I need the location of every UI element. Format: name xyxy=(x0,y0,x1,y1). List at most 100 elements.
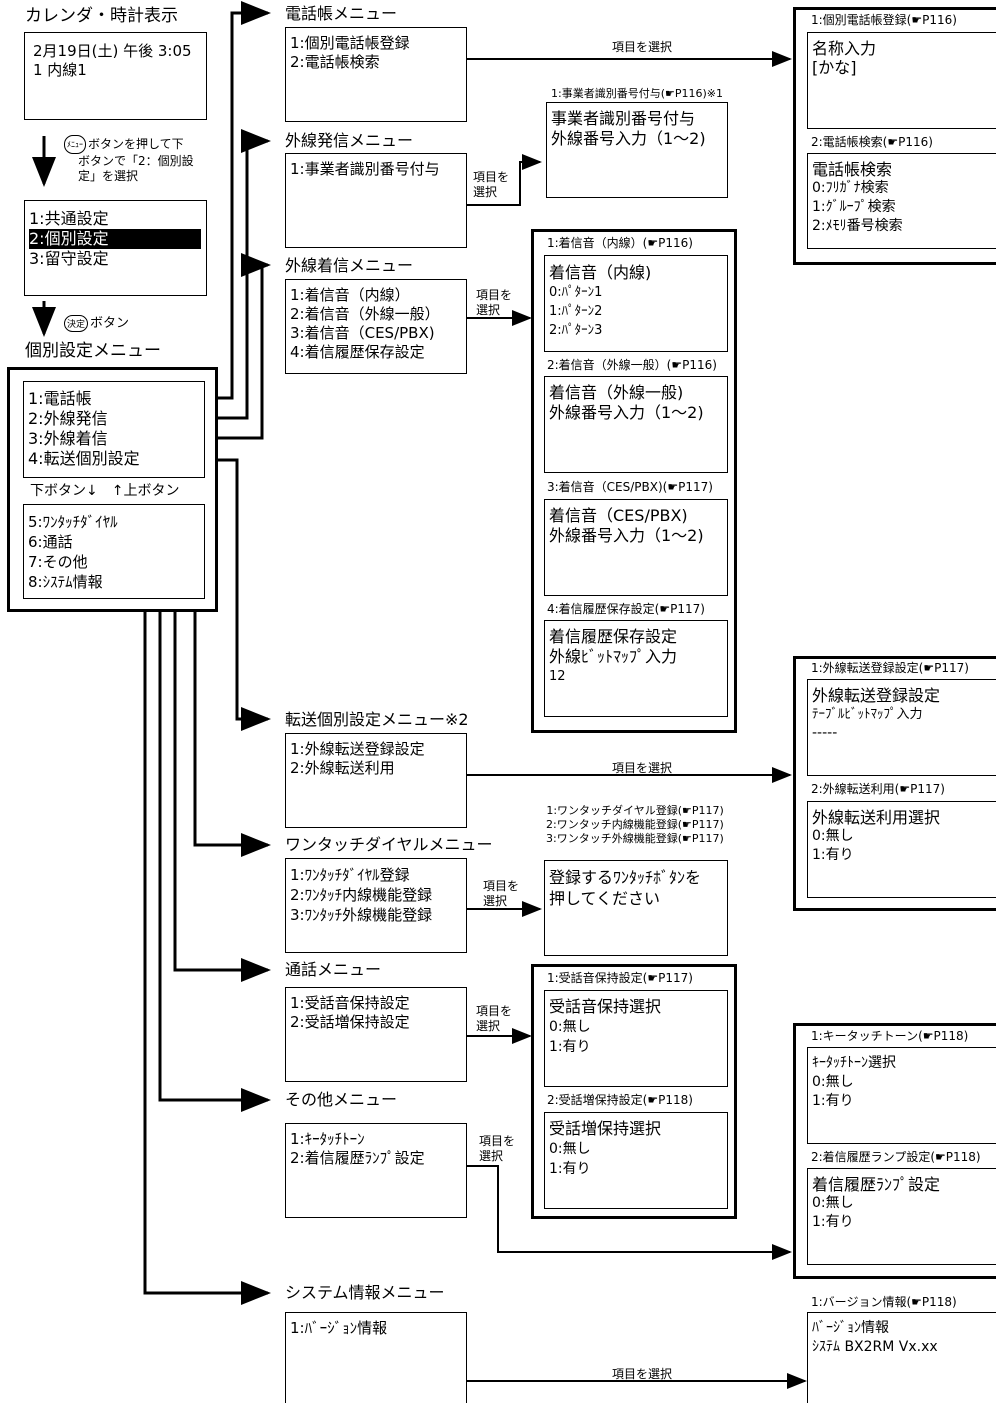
pb-search-caption: 2:電話帳検索(☛P116) xyxy=(811,135,933,149)
onetouch-caption: 2:ワンタッチ内線機能登録(☛P117) xyxy=(546,818,724,831)
select-item-label: 項目を選択 xyxy=(483,879,519,909)
ring-ces-caption: 3:着信音（CES/PBX)(☛P117) xyxy=(547,480,713,494)
hold1-screen: 受話音保持選択 0:無し 1:有り xyxy=(544,990,728,1087)
screen-line: ｷｰﾀｯﾁﾄｰﾝ選択 xyxy=(812,1055,896,1071)
select-item-label: 項目を選択 xyxy=(476,288,512,318)
screen-line: 名称入力 xyxy=(812,39,877,58)
step2-text: ボタン xyxy=(90,316,130,331)
select-item-label: 項目を選択 xyxy=(473,170,509,200)
screen-line: 1:有り xyxy=(549,1161,591,1177)
screen-line: 受話増保持選択 xyxy=(549,1119,662,1138)
screen-line: 受話音保持選択 xyxy=(549,997,662,1016)
calendar-line: 1 内線1 xyxy=(33,61,87,79)
menu-item: 2:受話増保持設定 xyxy=(290,1013,410,1031)
select-item-line: 選択 xyxy=(483,894,508,908)
ring-in-caption: 1:着信音（内線）(☛P116) xyxy=(547,236,693,250)
personal-item-phonebook: 1:電話帳 xyxy=(28,389,92,408)
screen-line: [かな] xyxy=(812,58,857,77)
sysinfo-menu-title: システム情報メニュー xyxy=(285,1283,445,1302)
menu-item: 3:ﾜﾝﾀｯﾁ外線機能登録 xyxy=(290,906,433,924)
step1-instruction: ﾒﾆｭｰボタンを押して下 ボタンで「2：個別設 定」を選択 xyxy=(64,135,194,184)
onetouch-reg-screen: 登録するﾜﾝﾀｯﾁﾎﾞﾀﾝを 押してください xyxy=(544,860,728,956)
hold2-caption: 2:受話増保持設定(☛P118) xyxy=(547,1093,693,1107)
screen-line: 2:ﾊﾟﾀｰﾝ3 xyxy=(549,323,603,338)
menu-item: 1:受話音保持設定 xyxy=(290,994,410,1012)
screen-line: 着信履歴ﾗﾝﾌﾟ設定 xyxy=(812,1175,941,1194)
menu-button-icon: ﾒﾆｭｰ xyxy=(64,135,86,154)
select-item-label: 項目を選択 xyxy=(479,1134,515,1164)
screen-line: ----- xyxy=(812,725,838,741)
step1-text: ボタンで「2：個別設 xyxy=(78,154,194,168)
screen-line: 登録するﾜﾝﾀｯﾁﾎﾞﾀﾝを xyxy=(549,868,702,887)
pb-reg-screen: 名称入力 [かな] xyxy=(807,32,996,129)
menu-item: 4:着信履歴保存設定 xyxy=(290,343,425,361)
screen-line: 外線転送利用選択 xyxy=(812,808,941,827)
screen-line: 2:ﾒﾓﾘ番号検索 xyxy=(812,218,903,234)
carrier-caption: 1:事業者識別番号付与(☛P116)※1 xyxy=(551,87,723,100)
screen-line: 0:ﾌﾘｶﾞﾅ検索 xyxy=(812,180,889,196)
onetouch-caption: 3:ワンタッチ外線機能登録(☛P117) xyxy=(546,832,724,845)
menu-item: 1:外線転送登録設定 xyxy=(290,740,425,758)
ok-button-icon: 決定 xyxy=(64,315,89,332)
screen-line: 電話帳検索 xyxy=(812,160,893,179)
select-item-label: 項目を選択 xyxy=(476,1004,512,1034)
version-caption: 1:バージョン情報(☛P118) xyxy=(811,1295,957,1309)
screen-line: ﾊﾞｰｼﾞｮﾝ情報 xyxy=(812,1320,889,1336)
screen-line: 1:有り xyxy=(812,1214,854,1230)
personal-menu-screen-2: 5:ﾜﾝﾀｯﾁﾀﾞｲﾔﾙ 6:通話 7:その他 8:ｼｽﾃﾑ情報 xyxy=(23,504,205,599)
select-item-line: 選択 xyxy=(479,1149,504,1163)
phonebook-menu-screen: 1:個別電話帳登録 2:電話帳検索 xyxy=(285,27,467,122)
menu-item: 2:外線転送利用 xyxy=(290,759,395,777)
select-item-line: 項目を xyxy=(473,170,510,184)
ring-ces-screen: 着信音（CES/PBX) 外線番号入力（1〜2) xyxy=(544,499,728,596)
pb-search-screen: 電話帳検索 0:ﾌﾘｶﾞﾅ検索 1:ｸﾞﾙｰﾌﾟ検索 2:ﾒﾓﾘ番号検索 xyxy=(807,153,996,249)
step2-instruction: 決定ボタン xyxy=(64,312,129,332)
fwd-use-caption: 2:外線転送利用(☛P117) xyxy=(811,782,945,796)
step1-text: 定」を選択 xyxy=(78,169,139,183)
settings-item: 1:共通設定 xyxy=(29,209,109,228)
screen-line: 0:ﾊﾟﾀｰﾝ1 xyxy=(549,285,603,300)
ring-out-screen: 着信音（外線一般) 外線番号入力（1〜2) xyxy=(544,376,728,473)
screen-line: 1:ﾊﾟﾀｰﾝ2 xyxy=(549,304,603,319)
menu-item: 1:事業者識別番号付与 xyxy=(290,160,440,178)
personal-item-other: 7:その他 xyxy=(28,553,88,571)
fwd-reg-caption: 1:外線転送登録設定(☛P117) xyxy=(811,661,969,675)
ring-in-screen: 着信音（内線) 0:ﾊﾟﾀｰﾝ1 1:ﾊﾟﾀｰﾝ2 2:ﾊﾟﾀｰﾝ3 xyxy=(544,255,728,352)
screen-line: 外線転送登録設定 xyxy=(812,686,941,705)
step1-text: ボタンを押して下 xyxy=(88,137,184,151)
menu-item: 3:着信音（CES/PBX) xyxy=(290,324,435,342)
screen-line: 1:ｸﾞﾙｰﾌﾟ検索 xyxy=(812,199,896,215)
screen-line: 0:無し xyxy=(549,1019,591,1035)
screen-line: 着信履歴保存設定 xyxy=(549,627,678,646)
keytone-caption: 1:キータッチトーン(☛P118) xyxy=(811,1029,969,1043)
select-item-line: 選択 xyxy=(476,1019,501,1033)
onetouch-menu-screen: 1:ﾜﾝﾀｯﾁﾀﾞｲﾔﾙ登録 2:ﾜﾝﾀｯﾁ内線機能登録 3:ﾜﾝﾀｯﾁ外線機能… xyxy=(285,858,467,953)
menu-item: 2:着信履歴ﾗﾝﾌﾟ設定 xyxy=(290,1149,425,1167)
personal-item-call: 6:通話 xyxy=(28,533,73,551)
transfer-menu-screen: 1:外線転送登録設定 2:外線転送利用 xyxy=(285,733,467,828)
screen-line: 12 xyxy=(549,669,566,684)
transfer-menu-title: 転送個別設定メニュー※2 xyxy=(285,710,469,729)
carrier-screen: 事業者識別番号付与 外線番号入力（1〜2) xyxy=(546,102,728,198)
onetouch-captions: 1:ワンタッチダイヤル登録(☛P117) 2:ワンタッチ内線機能登録(☛P117… xyxy=(546,804,724,846)
select-item-label: 項目を選択 xyxy=(612,40,673,54)
menu-item: 2:ﾜﾝﾀｯﾁ内線機能登録 xyxy=(290,886,433,904)
call-menu-title: 通話メニュー xyxy=(285,960,382,979)
screen-line: 着信音（CES/PBX) xyxy=(549,506,688,525)
menu-item: 2:電話帳検索 xyxy=(290,53,380,71)
onetouch-caption: 1:ワンタッチダイヤル登録(☛P117) xyxy=(546,804,724,817)
keytone-screen: ｷｰﾀｯﾁﾄｰﾝ選択 0:無し 1:有り xyxy=(807,1047,996,1144)
version-screen: ﾊﾞｰｼﾞｮﾝ情報 ｼｽﾃﾑ BX2RM Vx.xx xyxy=(807,1312,996,1403)
screen-line: 着信音（内線) xyxy=(549,263,652,282)
call-menu-screen: 1:受話音保持設定 2:受話増保持設定 xyxy=(285,987,467,1082)
screen-line: 外線ﾋﾞｯﾄﾏｯﾌﾟ入力 xyxy=(549,647,678,666)
screen-line: 1:有り xyxy=(812,1093,854,1109)
incoming-menu-title: 外線着信メニュー xyxy=(285,256,414,275)
fwd-use-screen: 外線転送利用選択 0:無し 1:有り xyxy=(807,801,996,898)
screen-line: 外線番号入力（1〜2) xyxy=(549,526,704,545)
screen-line: 0:無し xyxy=(812,828,854,844)
select-item-line: 選択 xyxy=(476,303,501,317)
personal-item-onetouch: 5:ﾜﾝﾀｯﾁﾀﾞｲﾔﾙ xyxy=(28,513,118,531)
screen-line: ｼｽﾃﾑ BX2RM Vx.xx xyxy=(812,1339,938,1355)
calendar-line: 2月19日(土) 午後 3:05 xyxy=(33,42,192,60)
